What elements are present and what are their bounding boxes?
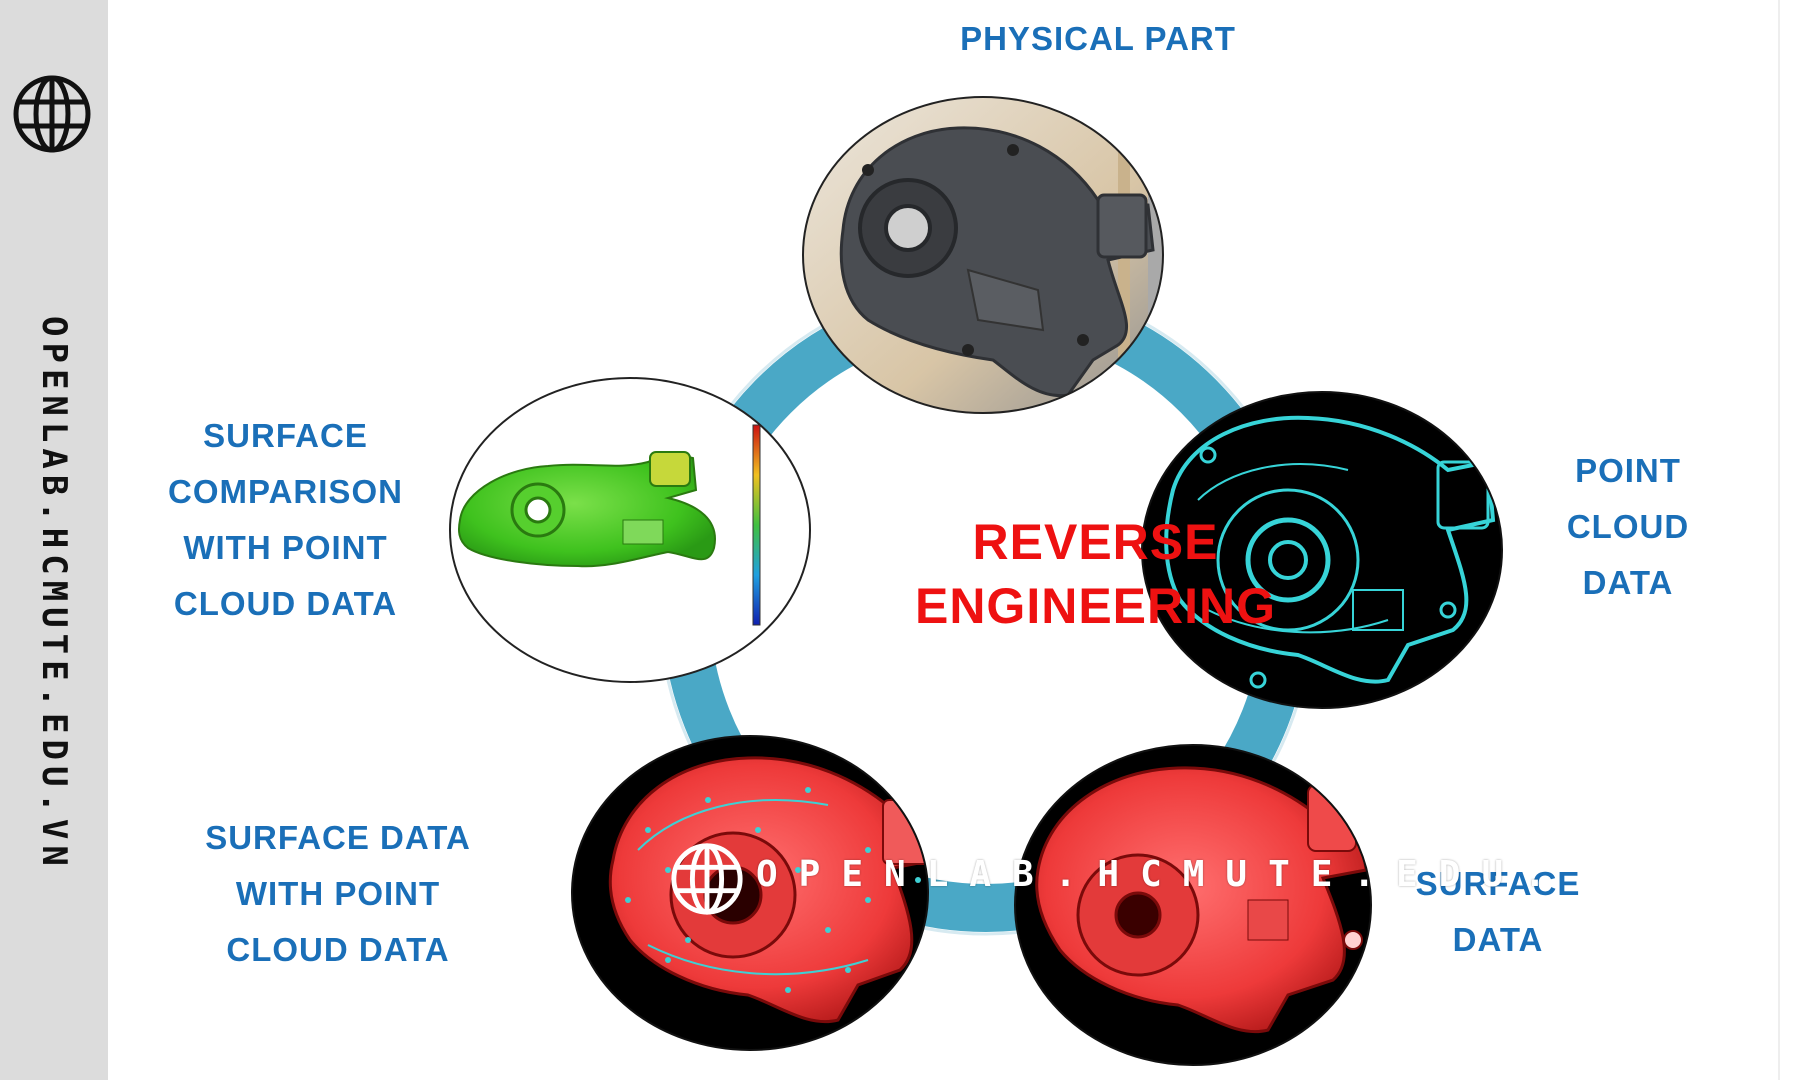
reverse-engineering-diagram: PHYSICAL PART SURFACE COMPARISON WITH PO… [108,0,1800,1080]
node-surface-with-point-cloud-image [571,735,929,1051]
label-surface-data: SURFACE DATA [1398,856,1598,968]
label-line: SURFACE [1415,865,1581,902]
label-line: WITH POINT [183,529,388,566]
label-line: PHYSICAL PART [960,20,1236,57]
sidebar: OPENLAB.HCMUTE.EDU.VN [0,0,108,1080]
watermark: OPENLAB.HCMUTE.EDU. [668,840,1546,920]
label-line: CLOUD DATA [226,931,450,968]
label-surface-comparison: SURFACE COMPARISON WITH POINT CLOUD DATA [108,408,463,632]
node-point-cloud-image [1141,391,1503,709]
label-line: POINT [1575,452,1681,489]
watermark-globe-icon [671,843,743,915]
watermark-text: OPENLAB.HCMUTE.EDU. [756,854,1567,895]
center-title-line-2: ENGINEERING [914,578,1277,634]
label-line: CLOUD DATA [173,585,398,622]
label-line: SURFACE [203,417,368,454]
right-edge-divider [1778,0,1780,1080]
label-line: WITH POINT [235,875,441,912]
center-title: REVERSE ENGINEERING [808,510,1383,638]
label-point-cloud-data: POINT CLOUD DATA [1528,443,1728,611]
label-line: DATA [1582,564,1674,601]
node-surface-data-image [1014,744,1372,1066]
node-physical-part-image [802,96,1164,414]
label-line: CLOUD [1566,508,1690,545]
diagram-graphics [449,96,1503,1066]
sidebar-site-name: OPENLAB.HCMUTE.EDU.VN [34,316,74,872]
label-physical-part: PHYSICAL PART [798,12,1398,66]
globe-icon [13,75,91,153]
node-surface-comparison-image [449,377,811,683]
label-line: COMPARISON [168,473,403,510]
label-line: SURFACE DATA [205,819,471,856]
label-surface-data-with-point-cloud: SURFACE DATA WITH POINT CLOUD DATA [168,810,508,978]
center-title-line-1: REVERSE [972,514,1219,570]
label-line: DATA [1452,921,1544,958]
